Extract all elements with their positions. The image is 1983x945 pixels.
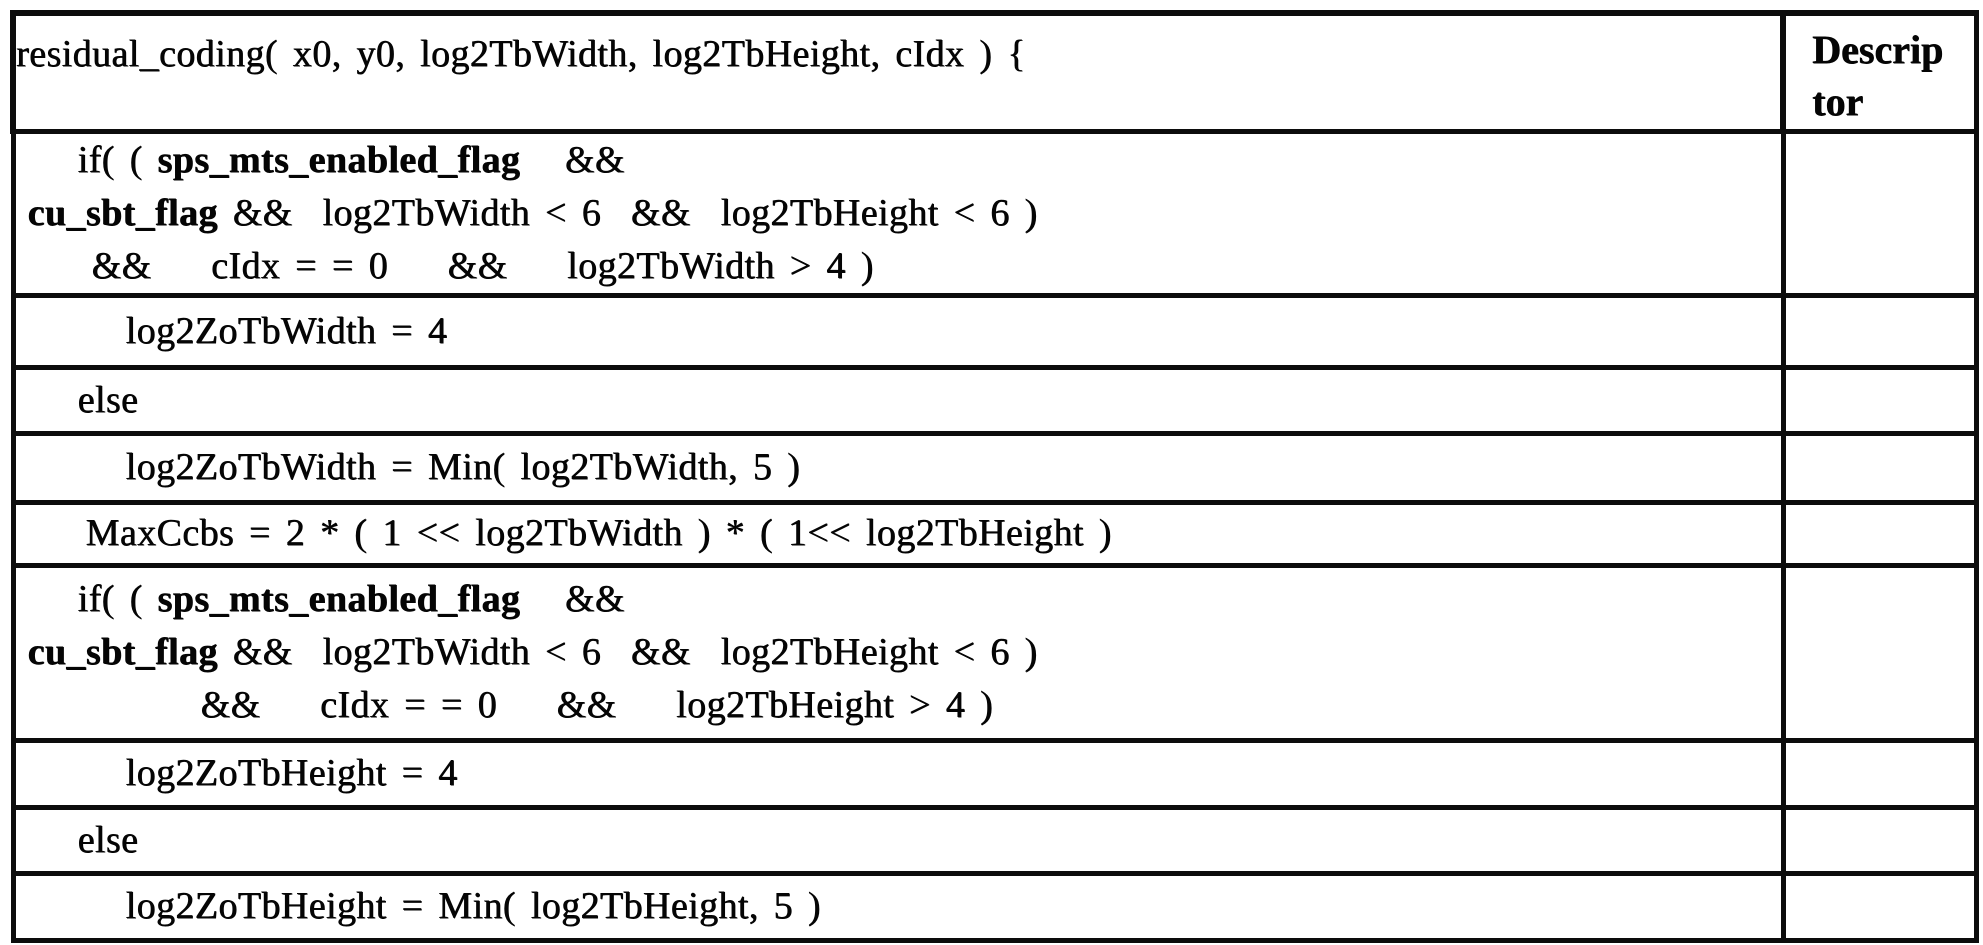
code-cell: log2ZoTbWidth = 4 bbox=[10, 292, 1786, 370]
descriptor-cell bbox=[1780, 430, 1979, 505]
code-line: log2ZoTbHeight = 4 bbox=[18, 747, 1778, 800]
syntax-element: cu_sbt_flag bbox=[27, 631, 218, 673]
table-row: MaxCcbs = 2 * ( 1 << log2TbWidth ) * ( 1… bbox=[10, 499, 1979, 568]
syntax-element: sps_mts_enabled_flag bbox=[157, 138, 521, 181]
descriptor-cell bbox=[1780, 128, 1979, 298]
table-row: log2ZoTbWidth = Min( log2TbWidth, 5 ) bbox=[10, 430, 1979, 505]
code-text: log2ZoTbHeight = 4 bbox=[125, 752, 458, 794]
code-cell: log2ZoTbHeight = Min( log2TbHeight, 5 ) bbox=[10, 870, 1786, 943]
code-line: else bbox=[18, 374, 1778, 427]
descriptor-cell bbox=[1780, 364, 1979, 436]
code-cell: else bbox=[10, 364, 1786, 436]
code-line: if( ( sps_mts_enabled_flag && bbox=[18, 573, 1778, 626]
descriptor-cell bbox=[1780, 499, 1979, 568]
descriptor-cell bbox=[1780, 804, 1979, 876]
code-cell: residual_coding( x0, y0, log2TbWidth, lo… bbox=[10, 10, 1786, 134]
descriptor-cell bbox=[1780, 562, 1979, 743]
code-line: && cIdx = = 0 && log2TbWidth > 4 ) bbox=[18, 240, 1778, 291]
code-text: && bbox=[520, 578, 625, 620]
code-text: && bbox=[520, 138, 625, 181]
code-cell: MaxCcbs = 2 * ( 1 << log2TbWidth ) * ( 1… bbox=[10, 499, 1786, 568]
code-text: if( ( bbox=[77, 578, 158, 620]
code-text: else bbox=[77, 818, 139, 861]
code-line: cu_sbt_flag && log2TbWidth < 6 && log2Tb… bbox=[18, 187, 1778, 240]
code-line: log2ZoTbWidth = Min( log2TbWidth, 5 ) bbox=[18, 441, 1778, 494]
syntax-table: residual_coding( x0, y0, log2TbWidth, lo… bbox=[10, 10, 1979, 943]
code-cell: if( ( sps_mts_enabled_flag &&cu_sbt_flag… bbox=[10, 562, 1786, 743]
code-text: MaxCcbs = 2 * ( 1 << log2TbWidth ) * ( 1… bbox=[85, 512, 1112, 554]
table-row: log2ZoTbHeight = Min( log2TbHeight, 5 ) bbox=[10, 870, 1979, 943]
code-text: else bbox=[77, 378, 139, 421]
code-line: else bbox=[18, 814, 1778, 867]
code-text: && log2TbWidth < 6 && log2TbHeight < 6 ) bbox=[217, 191, 1038, 234]
syntax-function-signature: residual_coding( x0, y0, log2TbWidth, lo… bbox=[16, 33, 1026, 75]
descriptor-header-line1: Descrip bbox=[1812, 27, 1944, 72]
code-cell: log2ZoTbWidth = Min( log2TbWidth, 5 ) bbox=[10, 430, 1786, 505]
table-row: else bbox=[10, 804, 1979, 876]
header-row: residual_coding( x0, y0, log2TbWidth, lo… bbox=[10, 10, 1979, 134]
code-cell: log2ZoTbHeight = 4 bbox=[10, 737, 1786, 810]
code-text: log2ZoTbHeight = Min( log2TbHeight, 5 ) bbox=[125, 885, 821, 927]
code-text: && log2TbWidth < 6 && log2TbHeight < 6 ) bbox=[217, 631, 1038, 673]
table-row: else bbox=[10, 364, 1979, 436]
table-row: if( ( sps_mts_enabled_flag &&cu_sbt_flag… bbox=[10, 128, 1979, 298]
descriptor-cell bbox=[1780, 737, 1979, 810]
code-line: && cIdx = = 0 && log2TbHeight > 4 ) bbox=[18, 679, 1778, 732]
table-row: if( ( sps_mts_enabled_flag &&cu_sbt_flag… bbox=[10, 562, 1979, 743]
code-text: && cIdx = = 0 && log2TbHeight > 4 ) bbox=[200, 684, 993, 726]
table-body: if( ( sps_mts_enabled_flag &&cu_sbt_flag… bbox=[10, 128, 1979, 943]
code-cell: else bbox=[10, 804, 1786, 876]
code-line: cu_sbt_flag && log2TbWidth < 6 && log2Tb… bbox=[18, 626, 1778, 679]
descriptor-cell bbox=[1780, 292, 1979, 370]
code-line: log2ZoTbHeight = Min( log2TbHeight, 5 ) bbox=[18, 880, 1778, 933]
table-row: log2ZoTbHeight = 4 bbox=[10, 737, 1979, 810]
code-text: && cIdx = = 0 && log2TbWidth > 4 ) bbox=[91, 244, 874, 287]
code-line: MaxCcbs = 2 * ( 1 << log2TbWidth ) * ( 1… bbox=[18, 507, 1778, 560]
descriptor-cell bbox=[1780, 870, 1979, 943]
code-text: log2ZoTbWidth = Min( log2TbWidth, 5 ) bbox=[125, 446, 801, 488]
code-line: if( ( sps_mts_enabled_flag && bbox=[18, 136, 1778, 187]
descriptor-header-cell: Descrip tor bbox=[1780, 10, 1979, 134]
descriptor-header-line2: tor bbox=[1812, 79, 1864, 124]
code-line: log2ZoTbWidth = 4 bbox=[18, 305, 1778, 358]
code-text: log2ZoTbWidth = 4 bbox=[125, 309, 448, 352]
syntax-element: sps_mts_enabled_flag bbox=[157, 578, 521, 620]
code-text: if( ( bbox=[77, 138, 158, 181]
table-row: log2ZoTbWidth = 4 bbox=[10, 292, 1979, 370]
syntax-element: cu_sbt_flag bbox=[27, 191, 218, 234]
code-cell: if( ( sps_mts_enabled_flag &&cu_sbt_flag… bbox=[10, 128, 1786, 298]
